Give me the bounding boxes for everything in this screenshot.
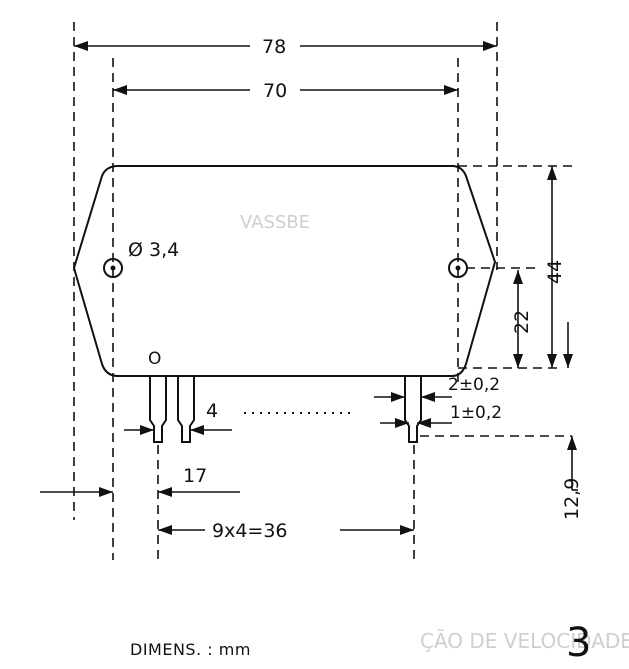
dim-overall-width: 78 <box>74 36 497 58</box>
label-hole-diameter: Ø 3,4 <box>128 239 179 261</box>
dim-height: 44 <box>544 166 566 368</box>
figure-number: 3 <box>566 620 592 666</box>
dim-lead-length: 12,9 <box>561 436 583 520</box>
dim-pin-shoulder: 2±0,2 <box>374 375 500 402</box>
dim-first-pin-offset: 17 <box>40 465 240 497</box>
units-note: DIMENS. : mm <box>130 640 251 659</box>
dim-pin-pitch: 4 <box>124 400 232 435</box>
dim-half-height: 22 <box>511 270 533 368</box>
label-half-height: 22 <box>511 310 533 334</box>
label-height: 44 <box>544 260 566 284</box>
pin-2 <box>177 376 195 443</box>
dim-height-arrow-head <box>563 354 573 368</box>
label-hole-spacing: 70 <box>263 80 287 102</box>
pin-10 <box>404 376 422 443</box>
package-body-outline <box>72 165 497 377</box>
dim-pin-span: 9x4=36 <box>158 520 414 542</box>
dim-hole-spacing: 70 <box>113 80 458 102</box>
dim-pin-width: 1±0,2 <box>380 403 502 428</box>
pin-1 <box>149 376 167 443</box>
svg-text:VASSBE: VASSBE <box>240 212 310 233</box>
label-pin-shoulder: 2±0,2 <box>448 375 500 395</box>
label-first-pin-offset: 17 <box>183 465 207 487</box>
label-pin-width: 1±0,2 <box>450 403 502 423</box>
label-lead-length: 12,9 <box>561 478 583 520</box>
label-pin-one-marker: O <box>148 349 161 369</box>
bleed-through-text: VASSBE ÇÃO DE VELOCIDADE <box>240 212 629 653</box>
svg-text:ÇÃO DE VELOCIDADE: ÇÃO DE VELOCIDADE <box>420 629 629 653</box>
label-pin-span: 9x4=36 <box>212 520 288 542</box>
extension-lines <box>73 22 572 560</box>
label-overall-width: 78 <box>262 36 286 58</box>
label-pin-pitch: 4 <box>206 400 218 422</box>
